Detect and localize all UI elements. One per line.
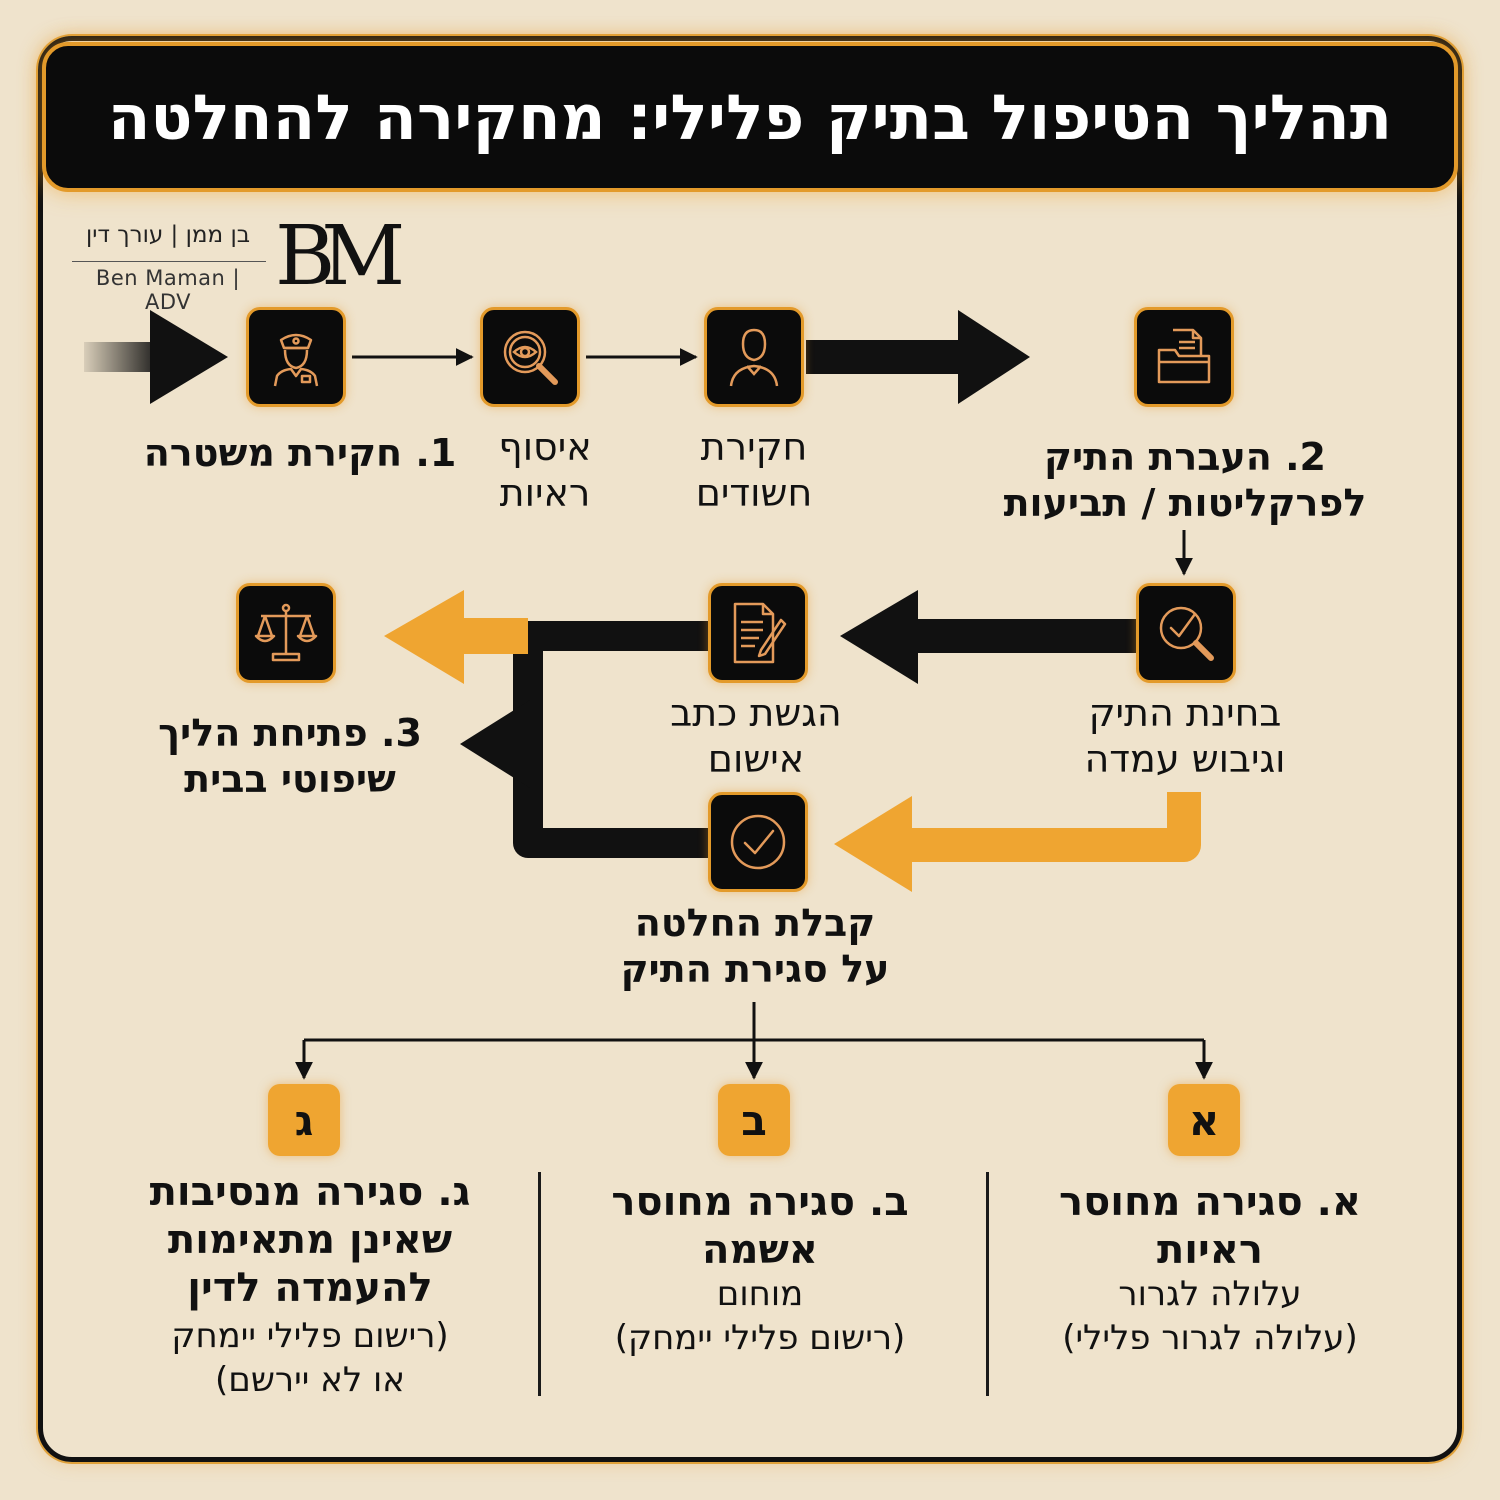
bracket-to-trial <box>460 621 708 858</box>
transfer-step-box <box>1134 307 1234 407</box>
police-step-box <box>246 307 346 407</box>
suspects-step-box <box>704 307 804 407</box>
evidence-step-label: איסוף ראיות <box>498 425 592 515</box>
transfer-step-label: 2. העברת התיק לפרקליטות / תביעות <box>1003 435 1367 525</box>
trial-step-box <box>236 583 336 683</box>
evidence-step-box <box>480 307 580 407</box>
column-divider <box>538 1172 541 1396</box>
search-check-icon <box>1159 606 1214 661</box>
column-divider <box>986 1172 989 1396</box>
outer-frame <box>38 36 1462 1462</box>
arrow-review-to-indictment <box>840 590 1138 684</box>
arrow-suspects-to-transfer <box>806 310 1030 404</box>
logo-english-text: Ben Maman | ADV <box>95 266 241 314</box>
logo-monogram: BM <box>275 209 405 304</box>
outcome-c-badge: ג <box>268 1084 340 1156</box>
indictment-step-label: הגשת כתב אישום <box>670 691 842 781</box>
magnifier-eye-icon <box>503 330 558 385</box>
outcome-c-title: ג. סגירה מנסיבות שאינן מתאימות להעמדה לד… <box>149 1169 471 1311</box>
decision-step-label: קבלת החלטה על סגירת התיק <box>620 901 890 991</box>
decision-step-box <box>708 792 808 892</box>
police-step-label: 1. חקירת משטרה <box>143 431 457 475</box>
page-title: תהליך הטיפול בתיק פלילי: מחקירה להחלטה <box>107 80 1393 154</box>
trial-step-label: 3. פתיחת הליך שיפוטי בבית <box>158 711 422 801</box>
arrow-review-to-decision <box>834 792 1201 892</box>
outcome-a-title: א. סגירה מחוסר ראיות <box>1059 1179 1361 1273</box>
police-officer-icon <box>273 333 319 387</box>
indictment-step-box <box>708 583 808 683</box>
logo: בן ממן | עורך דין Ben Maman | ADV BM <box>70 209 405 314</box>
check-circle-icon <box>730 814 786 870</box>
review-step-label: בחינת התיק וגיבוש עמדה <box>1084 691 1286 781</box>
outcome-b-note: מוחום (רישום פלילי יימחק) <box>614 1274 906 1358</box>
outcome-a-badge: א <box>1168 1084 1240 1156</box>
review-step-box <box>1136 583 1236 683</box>
entry-arrow-head <box>150 310 228 404</box>
outcome-b-badge: ב <box>718 1084 790 1156</box>
logo-divider <box>72 261 266 262</box>
arrow-to-trial <box>384 590 528 684</box>
person-icon <box>729 328 779 387</box>
outcome-c-note: (רישום פלילי יימחק או לא יירשם) <box>171 1316 449 1400</box>
scales-icon <box>254 603 318 662</box>
logo-hebrew-text: בן ממן | עורך דין <box>85 222 251 248</box>
branch-tree <box>295 1002 1213 1080</box>
outcome-a-note: עלולה לגרור (עלולה לגרור פלילי) <box>1062 1274 1358 1358</box>
suspects-step-label: חקירת חשודים <box>695 425 813 515</box>
folder-icon <box>1157 328 1211 384</box>
title-bar: תהליך הטיפול בתיק פלילי: מחקירה להחלטה <box>42 42 1458 192</box>
outcome-b-title: ב. סגירה מחוסר אשמה <box>611 1179 909 1273</box>
document-pen-icon <box>733 602 787 664</box>
